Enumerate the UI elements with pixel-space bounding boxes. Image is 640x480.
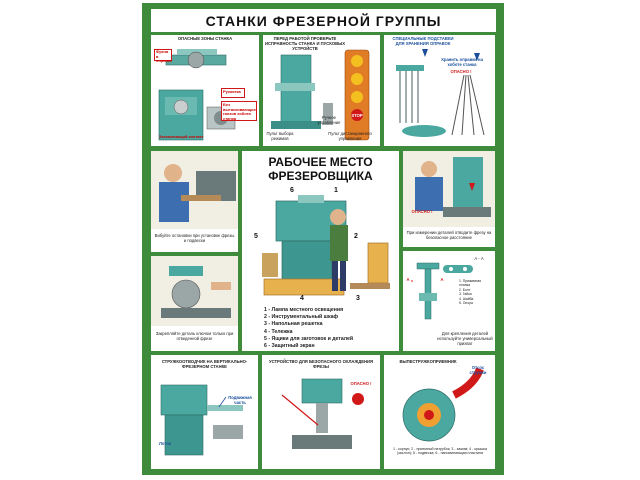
legend-item-4: 4 - Тележка <box>264 328 293 335</box>
panel-universal-clamp-caption: Для крепления деталей используйте универ… <box>437 331 493 346</box>
panel-measurement-caption: При измерении деталей отводите фрезу на … <box>406 230 492 240</box>
workplace-num-3: 3 <box>356 295 360 302</box>
storage-warning: Хранить оправки на хоботе станка <box>441 57 483 67</box>
panel-workplace: РАБОЧЕЕ МЕСТО ФРЕЗЕРОВЩИКА 6 1 5 2 4 3 1… <box>242 151 399 351</box>
danger-label-handle: Рукоятка <box>223 89 241 94</box>
chip-catcher-legend: 1 - корпус; 2 - приемный патрубок; 3 - з… <box>392 447 488 456</box>
panel-mandrel-storage: СПЕЦИАЛЬНЫЕ ПОДСТАВКИ ДЛЯ ХРАНЕНИЯ ОПРАВ… <box>384 35 495 146</box>
panel-safe-cooling-caption: УСТРОЙСТВО ДЛЯ БЕЗОПАСНОГО ОХЛАЖДЕНИЯ ФР… <box>268 359 374 369</box>
check-label-mid: Ручное управление <box>317 115 341 125</box>
legend-item-5: 5 - Ящики для заготовок и деталей <box>264 335 354 342</box>
panel-storage-caption: СПЕЦИАЛЬНЫЕ ПОДСТАВКИ ДЛЯ ХРАНЕНИЯ ОПРАВ… <box>392 36 454 46</box>
panel-chip-deflector-caption: СТРУЖКООТВОДЧИК НА ВЕРТИКАЛЬНО-ФРЕЗЕРНОМ… <box>161 359 248 369</box>
clamp-part-1: 1. Прижимная планка <box>459 279 482 288</box>
panel-clamp-key: Закрепляйте деталь ключом только при отв… <box>151 256 238 351</box>
legend-item-6: 6 - Защитный экран <box>264 343 315 350</box>
legend-item-1: 1 - Лампа местного освещения <box>264 307 344 313</box>
panel-check-caption: ПЕРЕД РАБОТОЙ ПРОВЕРЬТЕ ИСПРАВНОСТЬ СТАН… <box>265 36 345 51</box>
panel-mill-install-caption: Вибуйте остановки при установке фрезы и … <box>154 233 235 243</box>
clamp-part-5: 5. Опора <box>459 301 473 306</box>
danger-label-box-mill: Фреза в оправке <box>154 49 173 64</box>
clamp-part-3: 3. Гайка <box>459 292 472 297</box>
stop-button-label: STOP <box>351 113 363 118</box>
storage-danger: ОПАСНО ! <box>450 69 472 74</box>
chip-catcher-illustration <box>402 367 484 442</box>
legend-item-3: 3 - Напольная решетка <box>264 321 323 328</box>
workplace-num-6: 6 <box>290 187 294 194</box>
cooling-danger: ОПАСНО ! <box>350 381 372 386</box>
chip-deflector-illustration <box>160 384 243 456</box>
universal-clamp-drawing <box>411 262 473 320</box>
clamp-part-4: 4. Шайба <box>459 296 474 301</box>
panel-check-before-work: ПЕРЕД РАБОТОЙ ПРОВЕРЬТЕ ИСПРАВНОСТЬ СТАН… <box>263 35 380 146</box>
legend-item-2: 2 - Инструментальный шкаф <box>264 314 339 321</box>
panel-clamp-caption: Закрепляйте деталь ключом только при отв… <box>155 331 234 341</box>
danger-label-mill: Фреза в оправке <box>156 49 173 64</box>
check-label-left: Пульт выбора режимов <box>266 131 294 141</box>
clamp-label-section: А - А <box>474 256 484 261</box>
danger-label-no: Без вытаскивающих ганзов хобота станка <box>223 102 256 121</box>
mandrel-stand-illustration <box>396 49 485 137</box>
clamp-label-a2: А <box>440 277 444 282</box>
danger-label-box-no: Без вытаскивающих ганзов хобота станка <box>221 101 257 121</box>
workplace-title-line1: РАБОЧЕЕ МЕСТО <box>268 155 373 169</box>
chip-label-tray: Лоток <box>158 441 172 446</box>
workplace-illustration <box>262 195 390 296</box>
worker-install-illustration <box>151 151 238 229</box>
workplace-legend: 1 - Лампа местного освещения 2 - Инструм… <box>264 307 394 350</box>
measurement-illustration <box>403 151 495 227</box>
danger-label-box-handle: Рукоятка <box>221 88 245 98</box>
panel-chip-deflector: СТРУЖКООТВОДЧИК НА ВЕРТИКАЛЬНО-ФРЕЗЕРНОМ… <box>151 355 258 469</box>
chip-catcher-label: Отсос стружки <box>469 365 487 375</box>
panel-danger-zones: ОПАСНЫЕ ЗОНЫ СТАНКА Фреза в оправке Руко… <box>151 35 259 146</box>
workplace-num-1: 1 <box>334 187 338 194</box>
chip-label-moving: Подвижная часть <box>228 395 252 405</box>
clamp-parts-list: 1. Прижимная планка 2. Болт 3. Гайка 4. … <box>459 279 493 305</box>
workplace-title-line2: ФРЕЗЕРОВЩИКА <box>268 169 373 183</box>
clamp-key-illustration <box>151 256 238 326</box>
clamp-part-2: 2. Болт <box>459 287 471 292</box>
measurement-danger: ОПАСНО ! <box>411 209 433 214</box>
panel-chip-catcher-caption: ВЫПЕСТРУЖКОПРИЕМНИК <box>399 359 457 364</box>
safe-cooling-illustration <box>281 378 364 449</box>
danger-label-grip: Заземляющий контакт <box>159 134 204 139</box>
clamp-label-a1: А <box>406 277 410 282</box>
check-label-right: Пульт дистанционного управления <box>328 131 372 141</box>
panel-chip-catcher: ВЫПЕСТРУЖКОПРИЕМНИК Отсос стружки 1 - ко… <box>384 355 495 469</box>
vertical-mill-illustration <box>271 49 370 141</box>
panel-measurement: ОПАСНО ! При измерении деталей отводите … <box>403 151 495 247</box>
panel-mill-install: Вибуйте остановки при установке фрезы и … <box>151 151 238 252</box>
panel-universal-clamp: А А А - А 1. Прижимная планка 2. Болт 3.… <box>403 251 495 351</box>
workplace-num-2: 2 <box>354 233 358 240</box>
panel-danger-zones-caption: ОПАСНЫЕ ЗОНЫ СТАНКА <box>177 36 233 41</box>
poster-title: СТАНКИ ФРЕЗЕРНОЙ ГРУППЫ <box>151 9 496 32</box>
workplace-num-5: 5 <box>254 233 258 240</box>
workplace-num-4: 4 <box>300 295 304 302</box>
panel-safe-cooling: УСТРОЙСТВО ДЛЯ БЕЗОПАСНОГО ОХЛАЖДЕНИЯ ФР… <box>262 355 380 469</box>
